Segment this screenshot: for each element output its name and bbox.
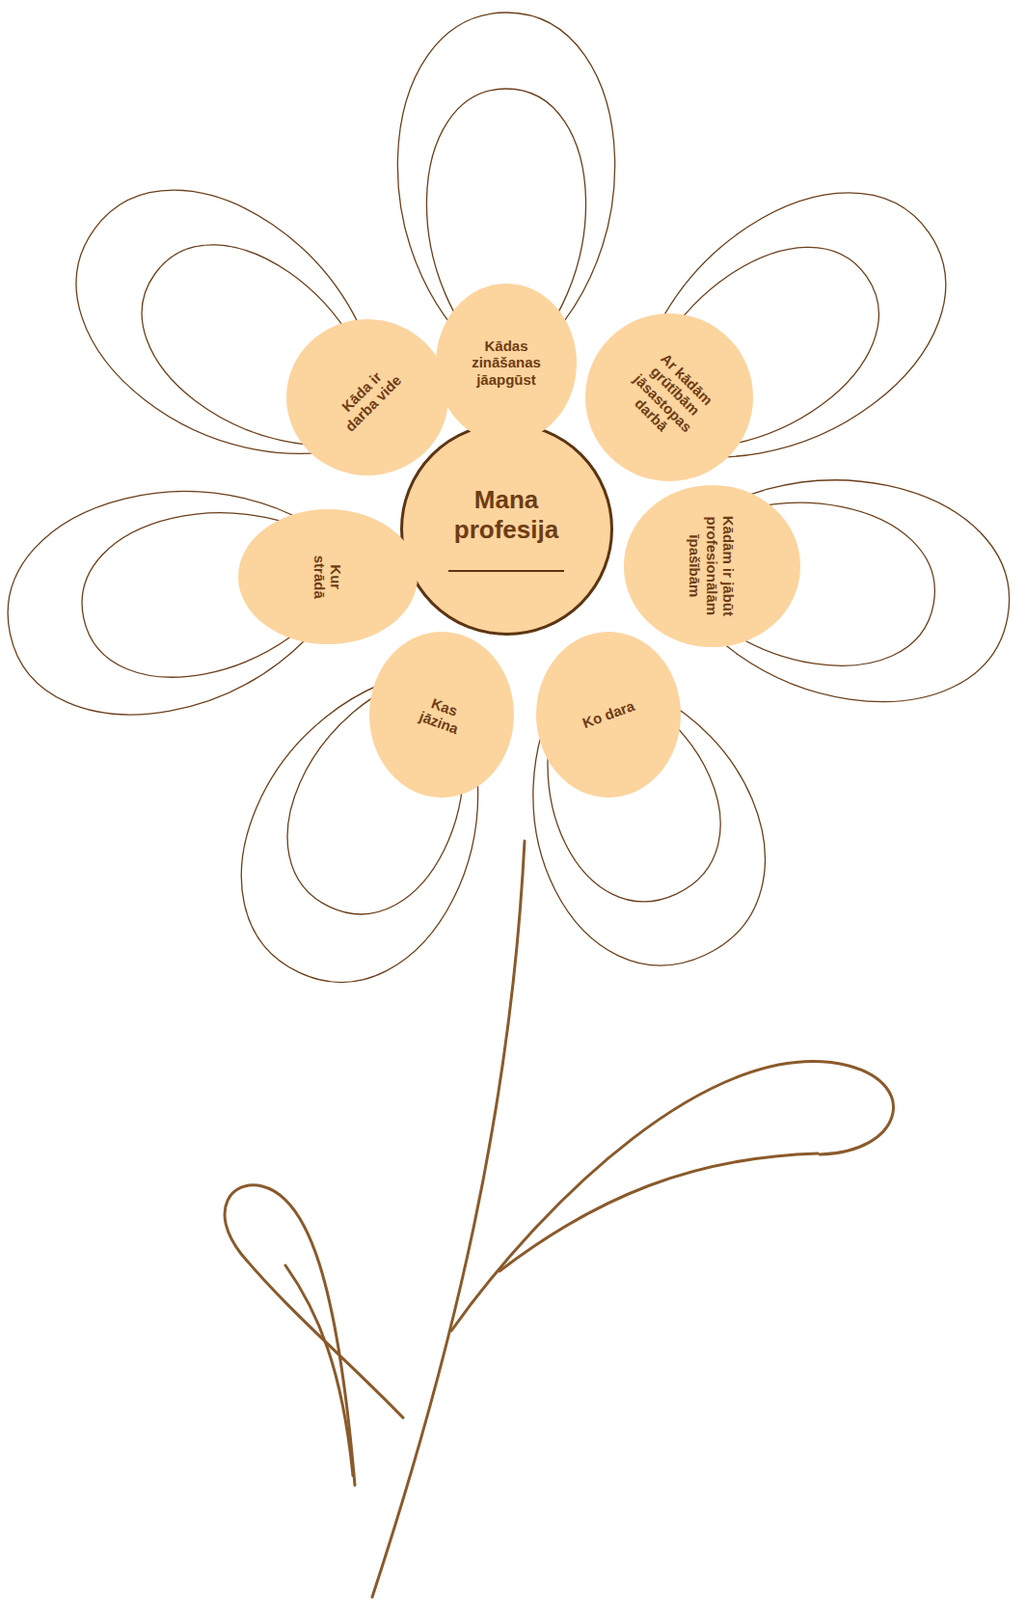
petal-circle: Kur strādā — [238, 509, 418, 645]
petal-label: Ar kādām grūtībām jāsastopas darbā — [613, 341, 727, 455]
leaf-vein — [285, 1265, 353, 1476]
center-title: Mana profesija — [433, 485, 579, 545]
petal-label: Kas jāzina — [404, 687, 480, 742]
petal — [569, 143, 991, 530]
petal-circle: Kādām ir jābūt profesionālām īpašībām — [623, 485, 801, 647]
petal-label: Kur strādā — [311, 542, 346, 611]
petal-label: Kāda ir darba vide — [324, 354, 410, 440]
leaf-vein — [499, 1153, 818, 1271]
petal — [0, 454, 378, 740]
petal-circle: Kādas zināšanas jāapgūst — [435, 283, 577, 443]
fill-in-line — [448, 569, 565, 572]
petal-circle: Kas jāzina — [369, 631, 514, 798]
petal-label: Kādām ir jābūt profesionālām īpašībām — [686, 512, 737, 621]
leaf — [451, 1061, 893, 1331]
leaf — [224, 1185, 404, 1485]
petal — [473, 621, 805, 1000]
petal-circle: Ar kādām grūtībām jāsastopas darbā — [585, 313, 754, 482]
petal-label: Kādas zināšanas jāapgūst — [459, 337, 553, 388]
petal-circle: Kāda ir darba vide — [286, 319, 449, 476]
petal — [200, 621, 540, 1019]
petal-circle: Ko dara — [536, 631, 681, 798]
stem — [372, 840, 525, 1597]
center-circle: Mana profesija — [400, 422, 614, 636]
petal-label: Ko dara — [565, 692, 652, 738]
